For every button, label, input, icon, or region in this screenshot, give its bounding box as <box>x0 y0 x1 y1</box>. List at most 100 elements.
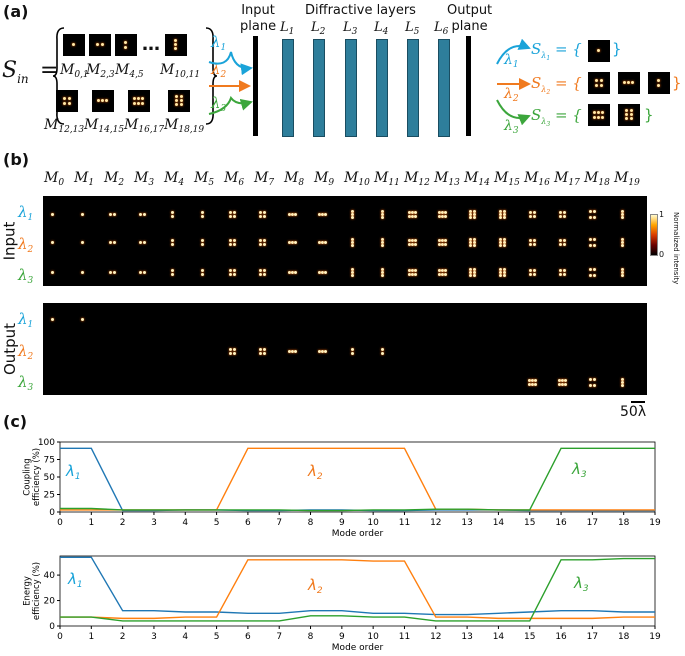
intensity-spot <box>380 273 384 277</box>
intensity-spot <box>413 268 417 272</box>
intensity-spot <box>293 270 297 274</box>
panel-b-label: (b) <box>3 150 30 169</box>
intensity-spot <box>620 215 624 219</box>
intensity-spot <box>228 210 232 214</box>
mode-header-label: M16 <box>524 170 550 188</box>
intensity-spot <box>413 272 417 276</box>
intensity-spot <box>468 273 472 277</box>
intensity-spot <box>200 242 204 246</box>
row-lambda1: λ1 <box>18 310 34 330</box>
intensity-spot <box>440 210 444 214</box>
x-tick-label: 10 <box>367 518 379 528</box>
intensity-spot <box>413 214 417 218</box>
intensity-spot <box>323 270 327 274</box>
intensity-spot <box>498 209 502 213</box>
y-tick-label: 50 <box>44 473 56 483</box>
intensity-spot <box>498 243 502 247</box>
intensity-spot <box>592 273 596 277</box>
layer-label: L1 <box>280 20 295 37</box>
series-annotation: λ1 <box>67 570 83 590</box>
intensity-spot <box>440 268 444 272</box>
intensity-spot <box>262 242 266 246</box>
x-tick-label: 2 <box>120 632 126 642</box>
intensity-spot <box>468 270 472 274</box>
mode-header-label: M7 <box>254 170 275 188</box>
intensity-spot <box>472 209 476 213</box>
intensity-spot <box>350 243 354 247</box>
x-tick-label: 16 <box>555 518 567 528</box>
mode-thumbnail <box>63 34 85 56</box>
y-tick-label: 20 <box>44 597 56 607</box>
intensity-spot <box>262 351 266 355</box>
intensity-spot <box>472 237 476 241</box>
x-tick-label: 4 <box>182 632 188 642</box>
intensity-spot <box>290 240 294 244</box>
intensity-spot <box>350 240 354 244</box>
intensity-spot <box>532 210 536 214</box>
intensity-spot <box>528 238 532 242</box>
scale-bar-label: 50λ <box>620 404 647 420</box>
intensity-spot <box>317 212 321 216</box>
intensity-spot <box>502 273 506 277</box>
intensity-spot <box>592 383 596 387</box>
series-annotation: λ3 <box>571 460 587 480</box>
intensity-spot <box>350 215 354 219</box>
intensity-spot <box>350 273 354 277</box>
intensity-spot <box>138 270 142 274</box>
intensity-spot <box>558 268 562 272</box>
intensity-spot <box>443 210 447 214</box>
row-lambda2: λ2 <box>18 235 34 255</box>
output-set-lambda3: Sλ3 = { <box>531 106 582 128</box>
x-tick-label: 9 <box>339 632 345 642</box>
mode-group-label: M18,19 <box>164 117 205 135</box>
intensity-spot <box>443 214 447 218</box>
intensity-spot <box>558 242 562 246</box>
intensity-spot <box>528 210 532 214</box>
lambda1-label: λ1 <box>211 33 227 53</box>
intensity-spot <box>50 270 54 274</box>
series-annotation: λ3 <box>573 574 589 594</box>
output-set-close: } <box>644 106 654 124</box>
intensity-spot <box>410 238 414 242</box>
intensity-spot <box>440 272 444 276</box>
intensity-spot <box>317 270 321 274</box>
x-tick-label: 18 <box>618 518 630 528</box>
x-tick-label: 16 <box>555 632 567 642</box>
mode-group-label: M12,13 <box>44 117 85 135</box>
intensity-spot <box>620 209 624 213</box>
intensity-spot <box>413 242 417 246</box>
intensity-spot <box>228 347 232 351</box>
intensity-spot <box>468 209 472 213</box>
intensity-spot <box>50 317 54 321</box>
intensity-spot <box>232 210 236 214</box>
intensity-spot <box>258 238 262 242</box>
intensity-spot <box>232 272 236 276</box>
intensity-spot <box>170 214 174 218</box>
intensity-spot <box>290 349 294 353</box>
mode-group-label: M2,3 <box>86 62 115 80</box>
intensity-spot <box>170 242 174 246</box>
intensity-spot <box>112 270 116 274</box>
intensity-spot <box>620 377 624 381</box>
row-lambda3: λ3 <box>18 373 34 393</box>
x-axis-label: Mode order <box>332 529 384 539</box>
x-tick-label: 1 <box>88 518 94 528</box>
intensity-spot <box>468 243 472 247</box>
x-tick-label: 13 <box>461 632 472 642</box>
intensity-spot <box>350 267 354 271</box>
intensity-spot <box>592 237 596 241</box>
panel-c-label: (c) <box>3 412 28 431</box>
series-line <box>60 447 655 512</box>
x-tick-label: 14 <box>493 632 505 642</box>
colorbar-title: Normalized intensity <box>672 212 680 285</box>
intensity-spot <box>620 273 624 277</box>
intensity-spot <box>262 238 266 242</box>
mode-header-label: M11 <box>374 170 400 188</box>
output-set-close: } <box>672 74 682 92</box>
x-tick-label: 18 <box>618 632 630 642</box>
intensity-spot <box>498 237 502 241</box>
diffractive-layer <box>282 39 294 137</box>
intensity-spot <box>440 242 444 246</box>
intensity-spot <box>407 214 411 218</box>
